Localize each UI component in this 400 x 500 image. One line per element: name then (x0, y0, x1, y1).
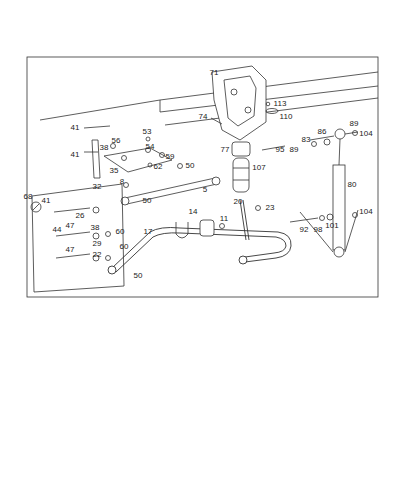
callout-number: 32 (93, 183, 102, 191)
stabilizer-link (121, 177, 220, 205)
chassis-rail (40, 72, 378, 125)
callout-number: 62 (154, 163, 163, 171)
callout-number: 68 (24, 193, 33, 201)
callout-number: 95 (276, 146, 285, 154)
callout-number: 38 (91, 224, 100, 232)
callout-number: 53 (143, 128, 152, 136)
callout-number: 110 (280, 113, 293, 121)
callout-number: 5 (203, 186, 207, 194)
callout-number: 50 (143, 197, 152, 205)
callout-number: 17 (144, 228, 153, 236)
callout-number: 60 (116, 228, 125, 236)
callout-number: 14 (189, 208, 198, 216)
callout-number: 11 (220, 215, 228, 223)
callout-number: 89 (290, 146, 299, 154)
callout-number: 74 (199, 113, 208, 121)
shock-absorber (300, 129, 358, 257)
callout-number: 80 (348, 181, 357, 189)
callout-number: 29 (93, 240, 102, 248)
callout-number: 104 (359, 130, 372, 138)
callout-number: 35 (110, 167, 119, 175)
callout-number: 38 (100, 144, 109, 152)
callout-number: 113 (274, 100, 287, 108)
stabilizer-bar (108, 200, 291, 274)
callout-number: 60 (120, 243, 129, 251)
callout-number: 47 (66, 222, 75, 230)
callout-number: 56 (112, 137, 121, 145)
bolt (211, 118, 222, 124)
callout-number: 41 (71, 151, 80, 159)
bolt (262, 131, 358, 223)
mounting-bracket (84, 126, 183, 188)
callout-number: 26 (76, 212, 85, 220)
callout-number: 86 (318, 128, 327, 136)
callout-number: 71 (210, 69, 219, 77)
callout-number: 8 (120, 178, 124, 186)
washer (266, 109, 278, 114)
spring-bracket (212, 66, 266, 140)
callout-number: 92 (300, 226, 309, 234)
callout-number: 98 (314, 226, 323, 234)
rubber-bushing (232, 142, 250, 192)
callout-number: 50 (186, 162, 195, 170)
callout-number: 83 (302, 136, 311, 144)
callout-number: 89 (350, 120, 359, 128)
callout-number: 20 (234, 198, 243, 206)
callout-number: 41 (42, 197, 51, 205)
frame-border (27, 57, 378, 297)
callout-number: 77 (221, 146, 230, 154)
callout-number: 104 (359, 208, 372, 216)
callout-number: 23 (266, 204, 275, 212)
callout-number: 101 (325, 222, 338, 230)
callout-number: 59 (166, 153, 175, 161)
nut (266, 102, 270, 106)
callout-number: 44 (53, 226, 62, 234)
callout-number: 50 (134, 272, 143, 280)
callout-number: 41 (71, 124, 80, 132)
callout-number: 107 (252, 164, 265, 172)
u-clamp (176, 206, 261, 239)
callout-number: 54 (146, 143, 155, 151)
mounting-plate (31, 184, 124, 292)
callout-number: 22 (93, 251, 102, 259)
callout-number: 47 (66, 246, 75, 254)
